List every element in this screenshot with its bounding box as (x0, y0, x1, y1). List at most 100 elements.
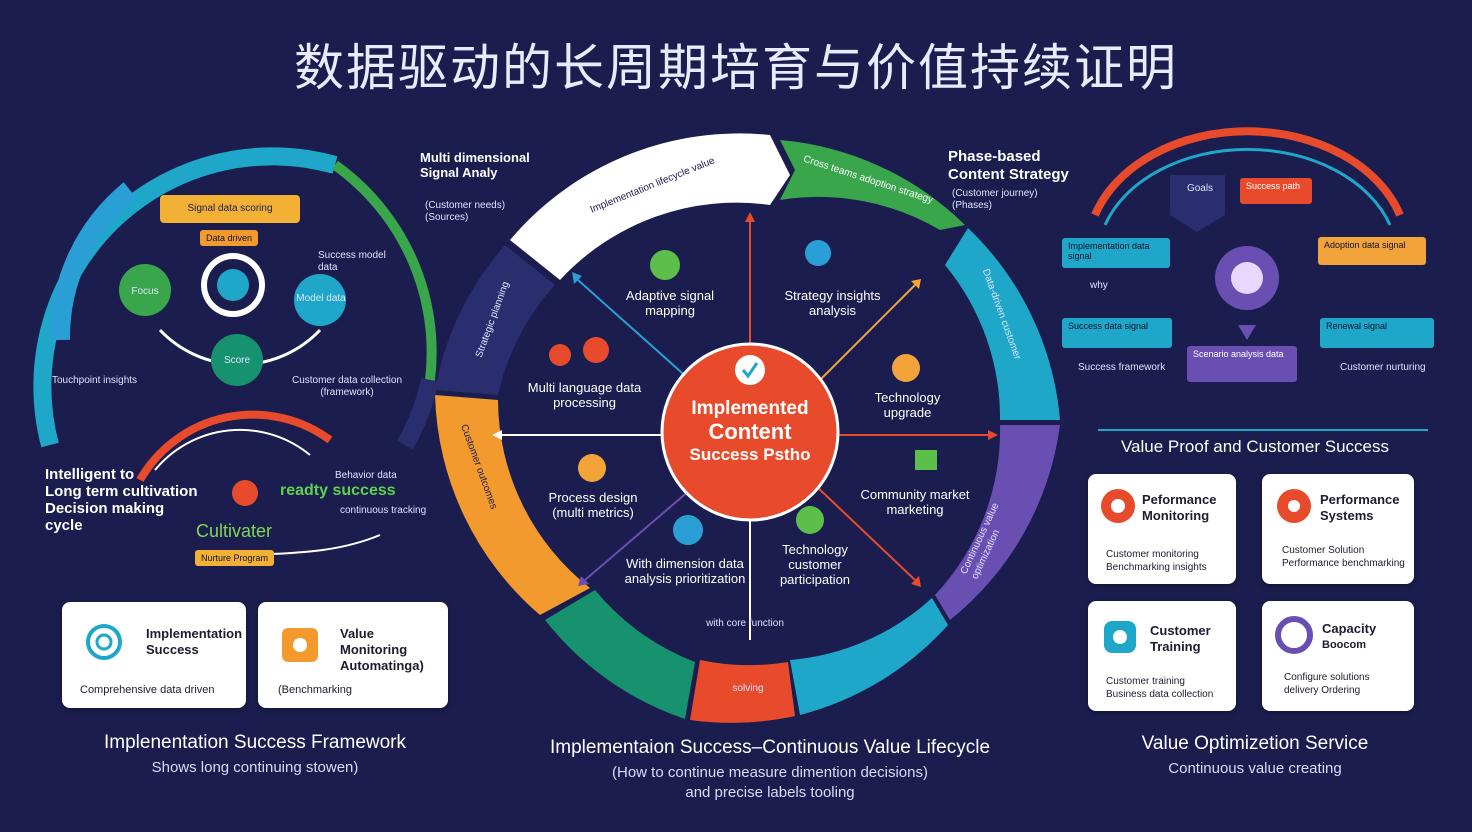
right-header-line4: (Phases) (952, 200, 993, 211)
arrowhead-right (988, 430, 998, 440)
puzzle-icon (282, 628, 318, 662)
right-note-2: Customer nurturing (1340, 362, 1426, 373)
spoke-label-core: with core function (706, 618, 784, 629)
right-section-title: Value Optimizetion Service (1141, 733, 1369, 754)
cultivate-intro-line1: Intelligent to (45, 466, 135, 483)
ring-segment-right-teal (945, 228, 1060, 420)
cultivate-ready-note-1: Behavior data (335, 470, 397, 481)
left-side-text-1: Success model data (318, 250, 386, 273)
left-target-core (217, 269, 249, 301)
process-icon (578, 454, 606, 482)
spoke-label-process: Process design (multi metrics) (548, 490, 638, 520)
participation-icon (796, 506, 824, 534)
left-header: Multi dimensional Signal Analy (420, 150, 570, 180)
ring-segment-left-orange (435, 395, 590, 615)
cultivate-word: Cultivater (196, 521, 273, 541)
right-box-3: Success data signal (1062, 318, 1172, 348)
left-section-subtitle: Shows long continuing stowen) (151, 759, 359, 776)
ring-segment-top-green (780, 140, 965, 230)
left-node-label-score: Score (223, 355, 251, 366)
right-question: why (1090, 280, 1108, 291)
cultivate-note: Nurture Program (195, 550, 275, 566)
flame-icon (232, 480, 258, 506)
card-title-line2: Monitoring (1142, 508, 1210, 523)
left-header-line1: Multi dimensional (420, 150, 530, 165)
right-arc-pill-success: Success path (1240, 178, 1312, 204)
left-header-line4: (Sources) (425, 212, 469, 223)
card-title-line2: Success (146, 642, 199, 657)
signal-icon (650, 250, 680, 280)
left-node-blue (294, 274, 346, 326)
right-note-1: Success framework (1078, 362, 1166, 373)
middle-section-subtitle-2: and precise labels tooling (685, 784, 855, 801)
card-title-line1: Peformance (1142, 492, 1217, 507)
spoke-label-technology: Technology upgrade (874, 390, 941, 420)
right-box-5: Scenario analysis data (1187, 346, 1297, 382)
spoke-label-participation: Technology customer participation (779, 542, 851, 587)
card-title-line3: Automatinga) (340, 658, 424, 673)
technology-icon (892, 354, 920, 382)
capacity-icon (1275, 616, 1313, 654)
ring-segment-left-navy (435, 245, 555, 395)
arrowhead-upright (911, 279, 921, 289)
card-title-line1: Implementation (146, 626, 243, 641)
card-title-line2: Boocom (1322, 639, 1366, 651)
card-desc-line2: Benchmarking insights (1106, 562, 1207, 573)
community-icon (915, 450, 937, 470)
ring-segment-bottom-orange (690, 660, 795, 723)
card-desc-line2: Performance benchmarking (1282, 558, 1405, 569)
monitor-icon (1101, 489, 1135, 523)
cultivate-ready: readty success (280, 482, 396, 499)
left-node-green (119, 264, 171, 316)
arrowhead-downleft (578, 576, 589, 586)
center-title-line3: Success Pstho (689, 445, 811, 464)
gear-icon (1277, 489, 1311, 523)
spoke-downleft (584, 489, 691, 581)
cultivate-intro-line4: cycle (45, 517, 83, 534)
middle-section-title: Implementaion Success–Continuous Value L… (549, 737, 991, 758)
right-arc-teal (1103, 147, 1392, 226)
cultivate-ready-note-2: continuous tracking (340, 505, 427, 516)
arrowhead-left (492, 430, 502, 440)
card-title-line1: Value (340, 626, 374, 641)
ring-segment-bottom-teal (790, 598, 948, 715)
cultivate-intro: Intelligent to Long term cultivation Dec… (45, 466, 205, 534)
right-box-1: Implementation data signal (1062, 238, 1170, 268)
arrowhead-downright (911, 576, 921, 587)
right-arc-red (1091, 127, 1404, 217)
right-header-line3: (Customer journey) (952, 188, 1038, 199)
left-small-pill: Data driven (200, 230, 259, 246)
card-desc: Comprehensive data driven (80, 684, 215, 696)
training-icon (1104, 621, 1136, 653)
left-node-bottom (211, 334, 263, 386)
dimension-icon (673, 515, 703, 545)
spoke-upright (819, 284, 916, 381)
ring-label-bottom: solving (732, 683, 764, 694)
right-box-4: Renewal signal (1320, 318, 1434, 348)
cultivate-intro-line3: Decision making (45, 500, 165, 517)
cultivate-arc-white (154, 428, 311, 471)
cultivate-arc-red (136, 410, 333, 482)
left-arc-green (332, 160, 437, 381)
right-arc-pill-goals: Goals (1186, 183, 1214, 194)
center-circle (660, 342, 840, 522)
card-desc: (Benchmarking (278, 684, 352, 696)
card-desc-line1: Customer training (1106, 676, 1185, 687)
left-top-pill: Signal data scoring (187, 203, 273, 214)
ring-segment-right-purple (935, 425, 1060, 620)
card-desc-line1: Configure solutions (1284, 672, 1370, 683)
value-proof-title: Value Proof and Customer Success (1120, 437, 1390, 456)
spoke-label-dimension: With dimension data analysis prioritizat… (624, 556, 746, 586)
center-title: Implemented Content Success Pstho (662, 398, 838, 466)
left-header-notes: (Customer needs) (Sources) (425, 200, 565, 224)
